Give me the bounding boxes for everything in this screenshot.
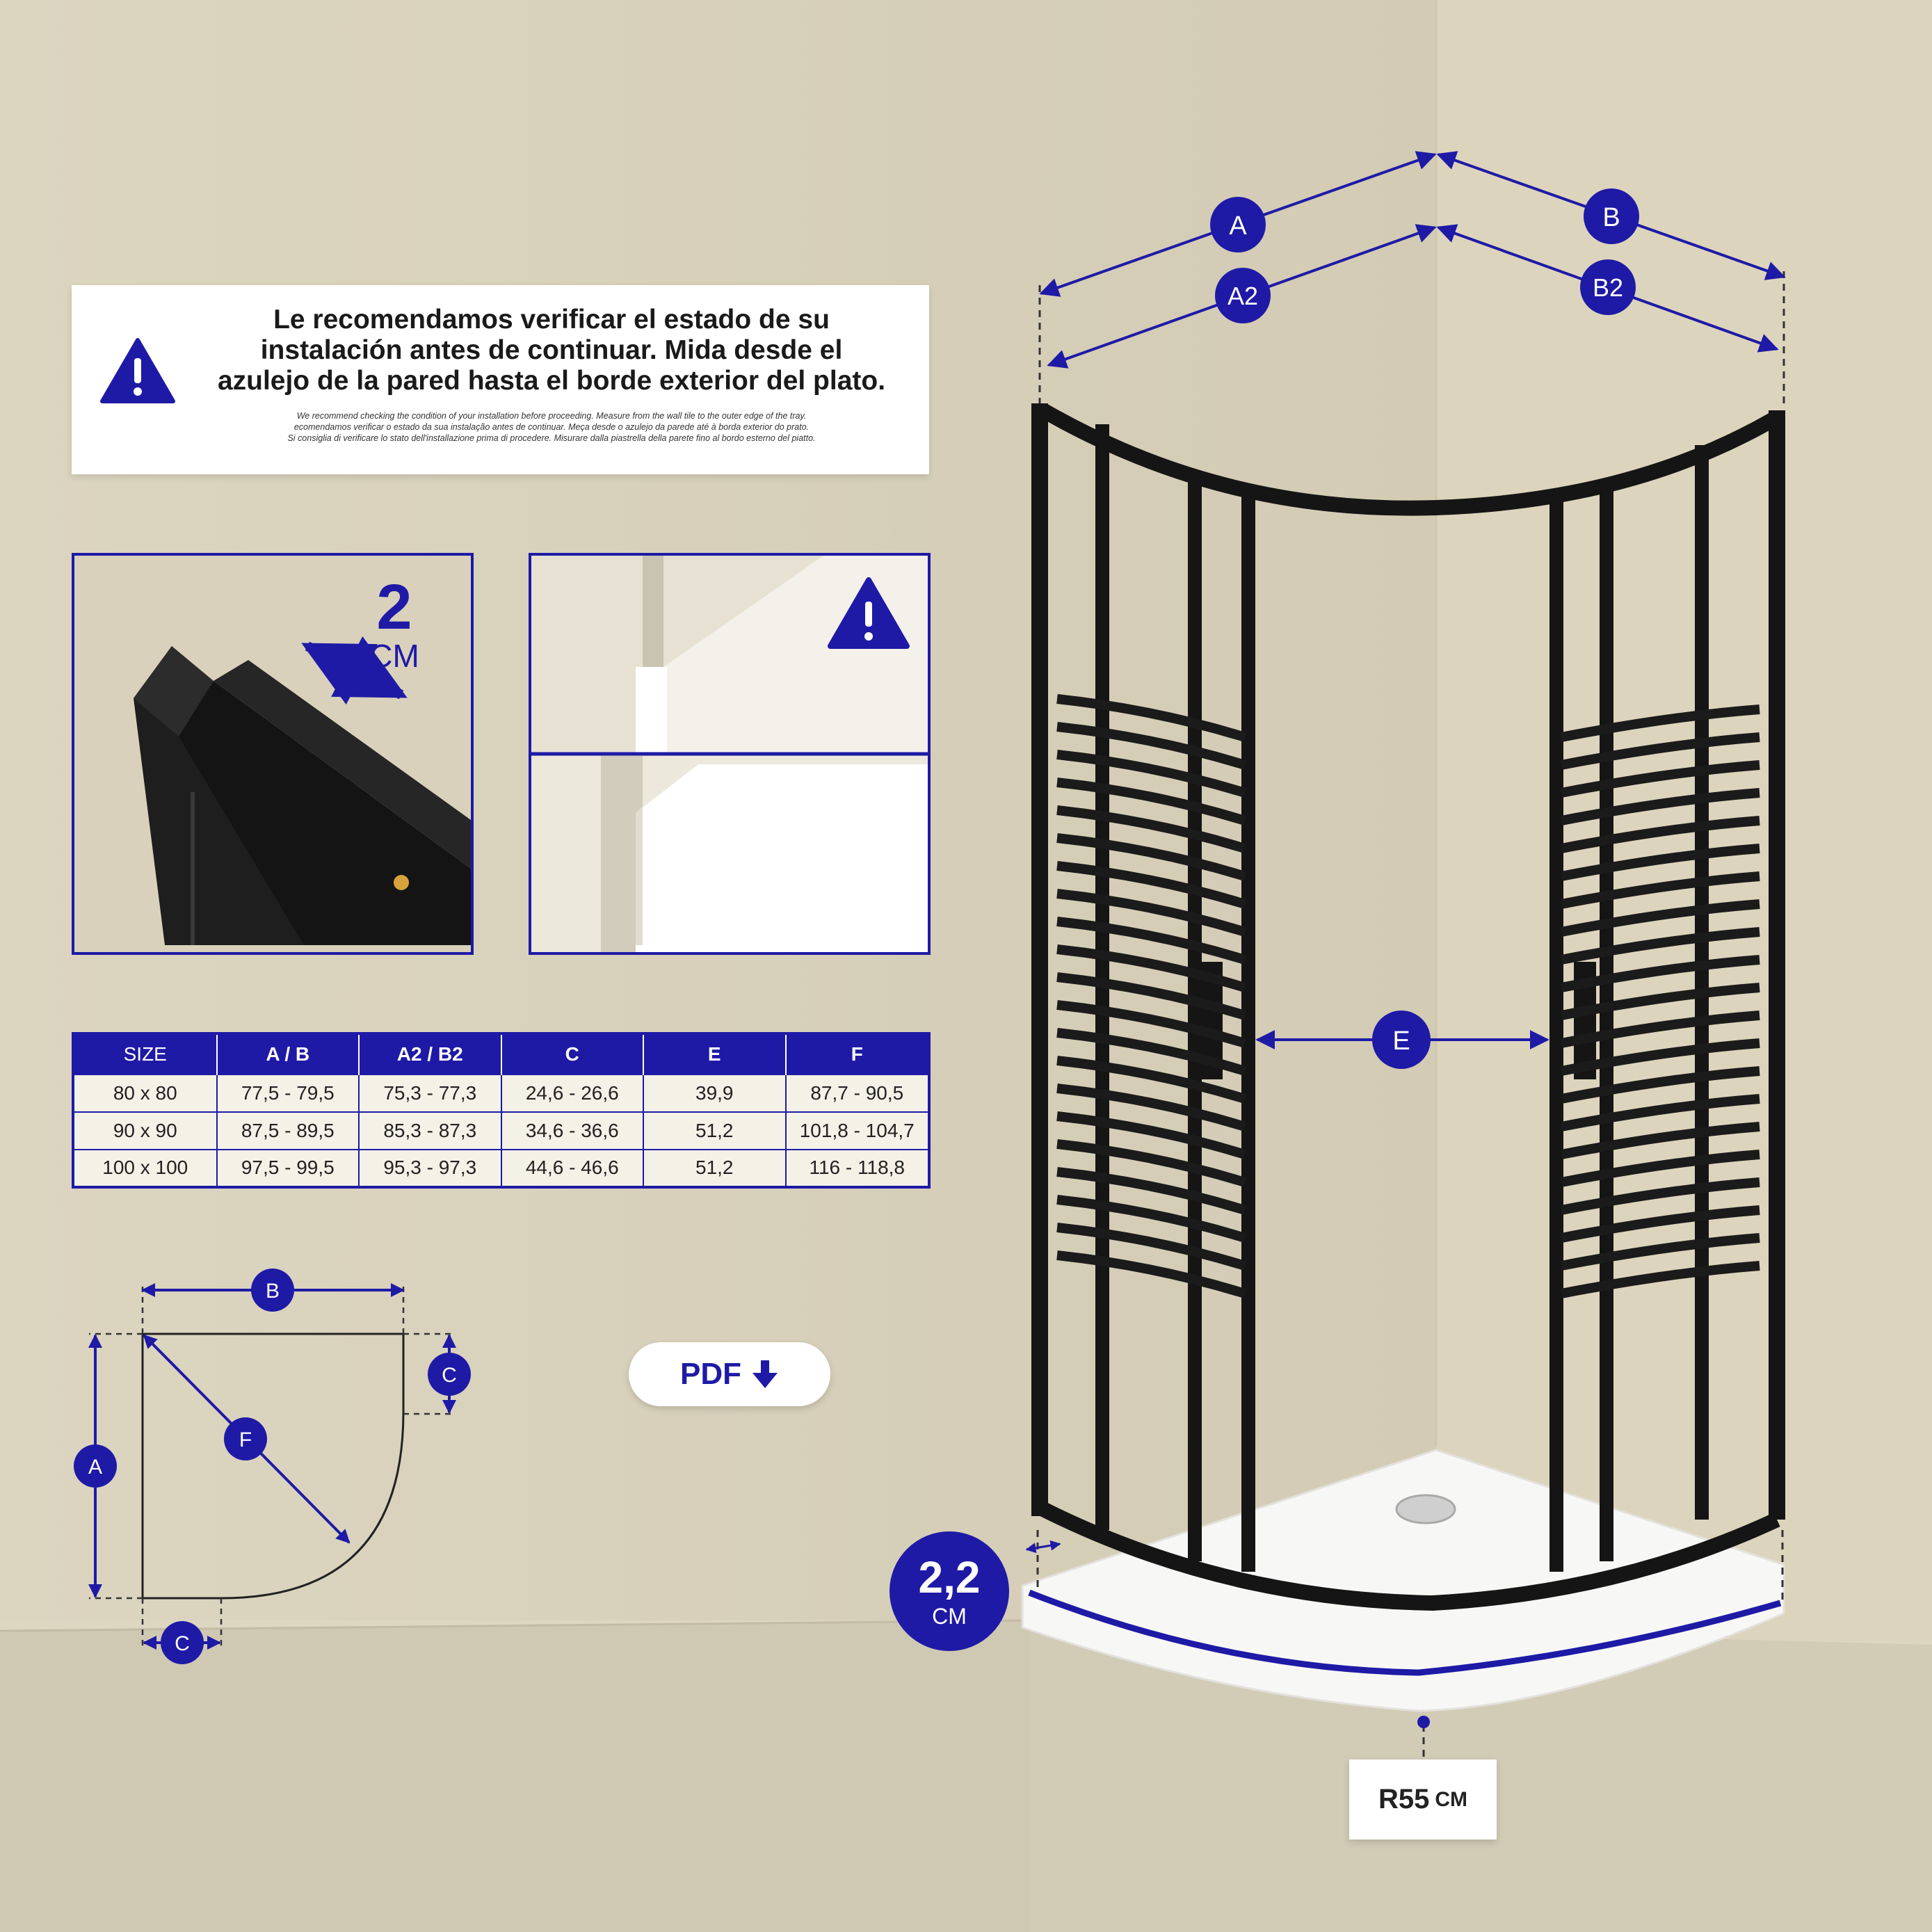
- badge-b2: B2: [1580, 259, 1636, 315]
- column-header: E: [643, 1035, 787, 1074]
- table-cell: 44,6 - 46,6: [501, 1148, 644, 1186]
- badge-e: E: [1372, 1011, 1431, 1069]
- plan-badge-b: B: [251, 1269, 294, 1312]
- plan-badge-c-bottom: C: [161, 1621, 204, 1664]
- tray-height-line: [1025, 1540, 1061, 1554]
- radius-label: R55 CM: [1349, 1760, 1497, 1840]
- table-cell: 77,5 - 79,5: [216, 1074, 360, 1112]
- column-header: SIZE: [74, 1035, 218, 1074]
- pdf-download-button[interactable]: PDF: [629, 1342, 830, 1406]
- svg-text:A: A: [88, 1456, 102, 1479]
- column-header: A2 / B2: [359, 1035, 502, 1074]
- tray-front-edge: [1028, 1589, 1782, 1676]
- table-cell: 51,2: [643, 1148, 787, 1186]
- download-arrow-icon: [752, 1360, 778, 1388]
- warning-translations: We recommend checking the condition of y…: [197, 410, 906, 444]
- radius-marker-dot: [1417, 1716, 1430, 1728]
- svg-text:C: C: [442, 1364, 457, 1387]
- svg-text:B2: B2: [1593, 273, 1623, 302]
- table-cell: 87,5 - 89,5: [216, 1111, 360, 1150]
- warning-line-1: Le recomendamos verificar el estado de s…: [273, 305, 830, 335]
- profile-illustration: 2 CM: [74, 556, 471, 952]
- warning-banner: Le recomendamos verificar el estado de s…: [72, 285, 929, 474]
- svg-text:F: F: [239, 1428, 252, 1451]
- warning-line-3: azulejo de la pared hasta el borde exter…: [217, 366, 886, 396]
- table-cell: 101,8 - 104,7: [785, 1111, 928, 1150]
- svg-text:E: E: [1392, 1027, 1410, 1056]
- table-cell: 90 x 90: [74, 1111, 218, 1150]
- table-cell: 97,5 - 99,5: [216, 1148, 360, 1186]
- table-cell: 80 x 80: [74, 1074, 218, 1112]
- badge-a2: A2: [1215, 268, 1271, 323]
- badge-a: A: [1210, 197, 1266, 252]
- tile-detail-panel: [529, 553, 931, 955]
- table-cell: 85,3 - 87,3: [359, 1111, 502, 1150]
- table-row: 100 x 100 97,5 - 99,5 95,3 - 97,3 44,6 -…: [74, 1148, 928, 1186]
- warning-triangle-icon: [100, 338, 175, 403]
- table-cell: 51,2: [643, 1111, 787, 1150]
- floor: [0, 1620, 1029, 1932]
- tray-height-value: 2,2: [919, 1552, 981, 1602]
- tile-illustration: [531, 556, 928, 952]
- profile-width-value: 2: [376, 572, 412, 643]
- table-header-row: SIZE A / B A2 / B2 C E F: [74, 1035, 928, 1074]
- table-cell: 87,7 - 90,5: [785, 1074, 928, 1112]
- svg-text:B: B: [1602, 203, 1620, 232]
- table-cell: 34,6 - 36,6: [501, 1111, 644, 1150]
- column-header: C: [501, 1035, 644, 1074]
- drain: [1395, 1494, 1456, 1524]
- warning-triangle-icon: [828, 577, 910, 649]
- translation-pt: ecomendamos verificar o estado da sua in…: [293, 422, 810, 432]
- column-header: A / B: [216, 1035, 360, 1074]
- warning-line-2: instalación antes de continuar. Mida des…: [260, 335, 843, 365]
- plan-badge-f: F: [224, 1417, 267, 1460]
- tray-height-badge: 2,2 CM: [889, 1531, 1009, 1651]
- table-cell: 75,3 - 77,3: [359, 1074, 502, 1112]
- tray-height-unit: CM: [932, 1604, 967, 1629]
- svg-text:C: C: [175, 1632, 190, 1655]
- table-cell: 24,6 - 26,6: [501, 1074, 644, 1112]
- shower-enclosure: [1031, 403, 1785, 1611]
- plan-badge-c-top: C: [428, 1353, 471, 1396]
- translation-it: Si consiglia di verificare lo stato dell…: [287, 433, 816, 443]
- table-cell: 116 - 118,8: [785, 1148, 928, 1186]
- glass-stripe-pattern: [1056, 694, 1760, 1298]
- svg-text:A: A: [1229, 211, 1247, 241]
- radius-unit: CM: [1435, 1787, 1468, 1811]
- svg-text:B: B: [266, 1280, 280, 1303]
- translation-en: We recommend checking the condition of y…: [296, 411, 807, 421]
- warning-message: Le recomendamos verificar el estado de s…: [197, 305, 906, 396]
- pdf-label: PDF: [680, 1357, 741, 1391]
- radius-value: R55: [1378, 1784, 1430, 1814]
- size-table: SIZE A / B A2 / B2 C E F 80 x 80 77,5 - …: [72, 1032, 931, 1189]
- table-cell: 95,3 - 97,3: [359, 1148, 502, 1186]
- table-cell: 100 x 100: [74, 1148, 218, 1186]
- profile-detail-panel: 2 CM: [72, 553, 474, 955]
- badge-b: B: [1584, 188, 1639, 244]
- plan-badge-a: A: [74, 1444, 117, 1488]
- svg-text:A2: A2: [1227, 282, 1258, 310]
- right-wall: [1436, 0, 1932, 1641]
- column-header: F: [785, 1035, 928, 1074]
- profile-width-unit: CM: [369, 638, 419, 674]
- table-row: 90 x 90 87,5 - 89,5 85,3 - 87,3 34,6 - 3…: [74, 1111, 928, 1150]
- table-cell: 39,9: [643, 1074, 787, 1112]
- table-row: 80 x 80 77,5 - 79,5 75,3 - 77,3 24,6 - 2…: [74, 1074, 928, 1112]
